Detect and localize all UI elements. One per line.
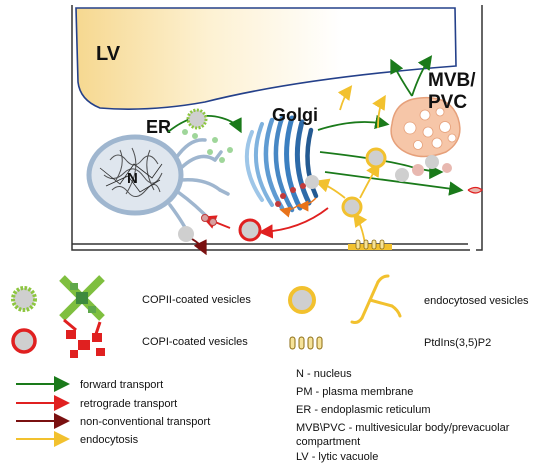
lv-label: LV — [96, 43, 121, 65]
nucleus: N — [86, 134, 184, 216]
gray-vesicle — [178, 226, 194, 242]
endocytosis-arrows — [314, 85, 386, 245]
mvb-label-line1: MVB/ — [428, 70, 476, 91]
legend-copii-label: COPII-coated vesicles — [142, 294, 251, 306]
abbr-line-5: compartment — [296, 436, 360, 448]
mvb-pvc — [390, 96, 461, 158]
nucleus-label: N — [127, 170, 138, 187]
abbr-line-3: ER - endoplasmic reticulum — [296, 404, 431, 416]
abbr-line-4: MVB\PVC - multivesicular body/prevacuola… — [296, 422, 510, 434]
legend-ptdins-label: PtdIns(3,5)P2 — [424, 337, 491, 349]
legend-endocytosed-icon — [288, 286, 316, 314]
legend-copi-coat-icon — [63, 318, 105, 358]
legend-copii-icon — [11, 286, 37, 312]
er-label: ER — [146, 117, 171, 137]
legend-copii-coat-icon — [59, 275, 105, 321]
golgi-apparatus — [244, 115, 319, 213]
cell-wall — [71, 5, 483, 251]
copi-vesicle-cell — [238, 218, 262, 242]
golgi-red-vesicles — [275, 183, 306, 207]
gray-vesicles-right — [395, 155, 452, 182]
golgi-label: Golgi — [272, 105, 318, 125]
er-red-vesicles — [201, 214, 217, 226]
copii-vesicle — [186, 108, 208, 130]
legend-nonconventional-label: non-conventional transport — [80, 416, 210, 428]
legend-ptdins-icon — [289, 336, 323, 350]
legend-endocytosis-label: endocytosis — [80, 434, 139, 446]
abbr-line-6: LV - lytic vacuole — [296, 451, 378, 463]
legend-forward-label: forward transport — [80, 379, 163, 391]
legend-copi-label: COPI-coated vesicles — [142, 336, 248, 348]
retrograde-transport-arrows — [201, 207, 329, 239]
abbreviations: N - nucleus PM - plasma membrane ER - en… — [296, 368, 510, 463]
abbr-line-1: N - nucleus — [296, 368, 352, 380]
ptdins-membrane — [348, 239, 392, 250]
lytic-vacuole — [75, 7, 457, 110]
legend-endocytosed-label: endocytosed vesicles — [424, 295, 529, 307]
legend-arrows: forward transport retrograde transport n… — [16, 376, 210, 447]
legend-retrograde-label: retrograde transport — [80, 398, 177, 410]
legend-copi-icon — [11, 328, 37, 354]
membrane-fusion-site — [467, 186, 483, 194]
small-green-vesicles — [182, 129, 233, 163]
golgi-local-arrows — [279, 197, 317, 218]
endocytosed-vesicles-cell — [305, 147, 387, 218]
legend-clathrin-icon — [350, 274, 402, 324]
mvb-label-line2: PVC — [428, 92, 467, 113]
abbr-line-2: PM - plasma membrane — [296, 386, 413, 398]
